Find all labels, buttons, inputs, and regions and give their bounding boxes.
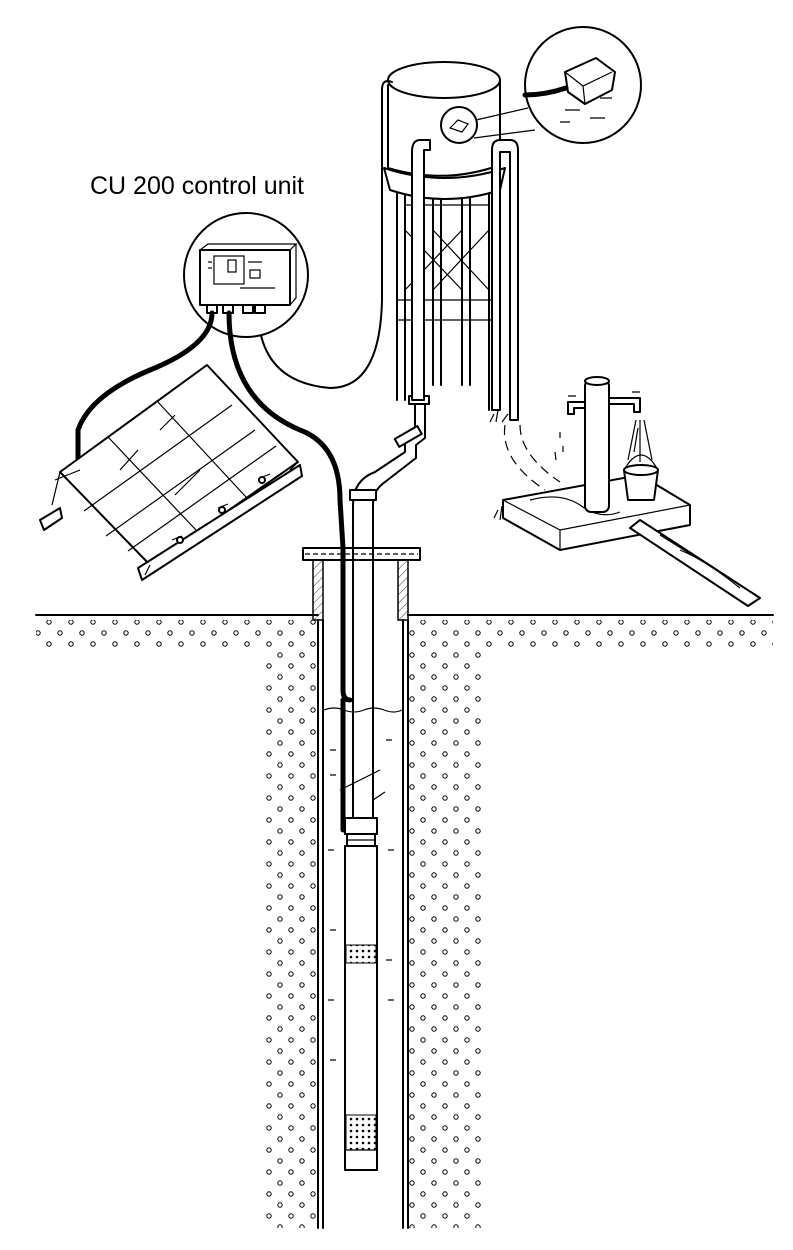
submersible-pump [344,817,378,1171]
cu200-control-unit [183,212,309,338]
borehole-casing [302,547,421,1229]
riser-pipe [339,519,386,833]
well-water-level [323,707,403,1061]
discharge-pipe [349,395,430,549]
soil-around-borehole [262,648,483,1228]
tap-stand [493,376,761,607]
solar-panel-cable [75,310,215,463]
ground-surface [35,614,774,648]
float-switch-detail [473,26,642,144]
float-switch-cable [257,80,393,389]
buried-supply-pipe [503,424,561,491]
water-tower [383,61,519,423]
pump-cable [226,310,346,551]
control-unit-label: CU 200 control unit [90,172,305,200]
solar-panel-array [39,364,303,581]
